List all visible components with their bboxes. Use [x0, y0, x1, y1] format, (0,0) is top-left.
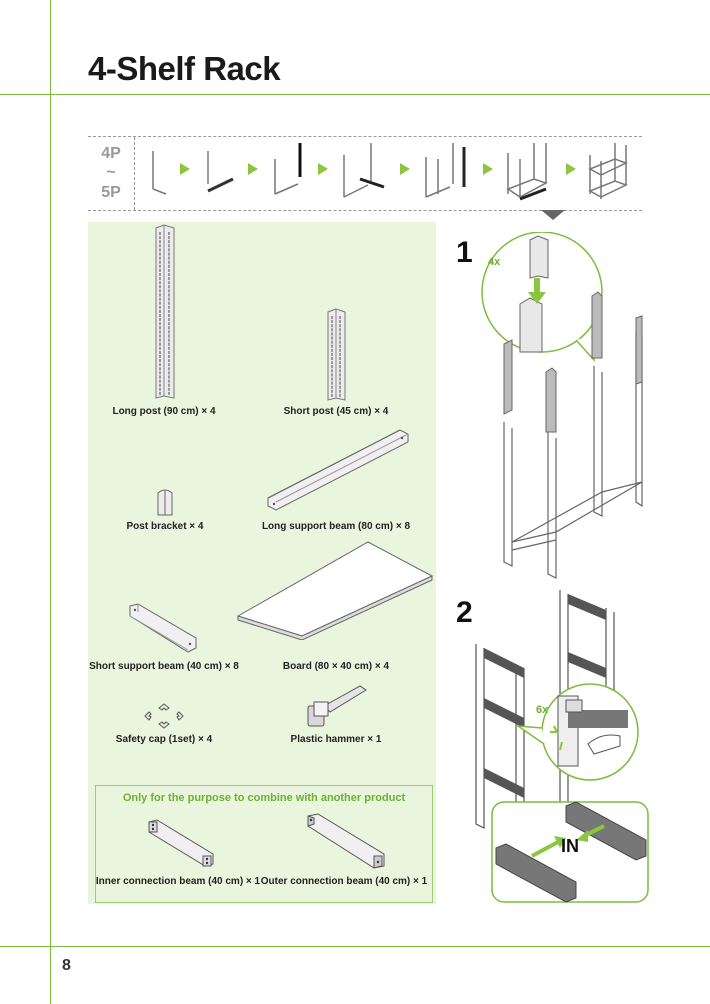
step-2-illustration [475, 590, 649, 903]
strip-label-bottom: 5P [101, 184, 121, 201]
board-illustration [236, 541, 434, 640]
label-plastic-hammer: Plastic hammer × 1 [290, 734, 382, 745]
label-safety-cap: Safety cap (1set) × 4 [115, 734, 213, 745]
strip-pointer [541, 210, 565, 220]
strip-divider [134, 137, 135, 210]
label-short-beam: Short support beam (40 cm) × 8 [89, 661, 239, 672]
safety-cap-illustration [144, 703, 184, 729]
label-short-post: Short post (45 cm) × 4 [283, 406, 389, 417]
top-rule [0, 94, 710, 95]
step-2-count: 6x [536, 704, 549, 716]
long-beam-illustration [267, 429, 409, 511]
outer-connection-beam-illustration [307, 813, 385, 869]
label-outer-connection-beam: Outer connection beam (40 cm) × 1 [260, 876, 428, 887]
step-2-number: 2 [456, 596, 473, 629]
long-post-illustration [155, 224, 175, 399]
label-long-beam: Long support beam (80 cm) × 8 [261, 521, 411, 532]
page-title: 4-Shelf Rack [88, 50, 281, 87]
bottom-rule [0, 946, 710, 947]
combination-title: Only for the purpose to combine with ano… [122, 792, 406, 804]
step-1-illustration [481, 232, 643, 579]
step-2-in-label: IN [561, 836, 579, 856]
label-long-post: Long post (90 cm) × 4 [112, 406, 216, 417]
left-margin-rule [50, 0, 51, 1004]
plastic-hammer-illustration [307, 685, 367, 727]
step-1-number: 1 [456, 236, 473, 269]
short-post-illustration [327, 308, 346, 401]
post-bracket-illustration [157, 489, 173, 516]
inner-connection-beam-illustration [148, 819, 214, 867]
strip-label-top: 4P [101, 145, 121, 162]
label-post-bracket: Post bracket × 4 [126, 521, 204, 532]
short-beam-illustration [129, 603, 197, 653]
page-number: 8 [62, 957, 71, 974]
label-inner-connection-beam: Inner connection beam (40 cm) × 1 [95, 876, 261, 887]
step-1-count: 4x [488, 256, 501, 268]
combination-parts-box: Only for the purpose to combine with ano… [95, 785, 433, 903]
strip-label-mid: ~ [106, 164, 116, 181]
assembly-overview-strip: 4P ~ 5P [88, 136, 642, 211]
label-board: Board (80 × 40 cm) × 4 [282, 661, 390, 672]
assembly-sequence-illustration [152, 143, 628, 201]
